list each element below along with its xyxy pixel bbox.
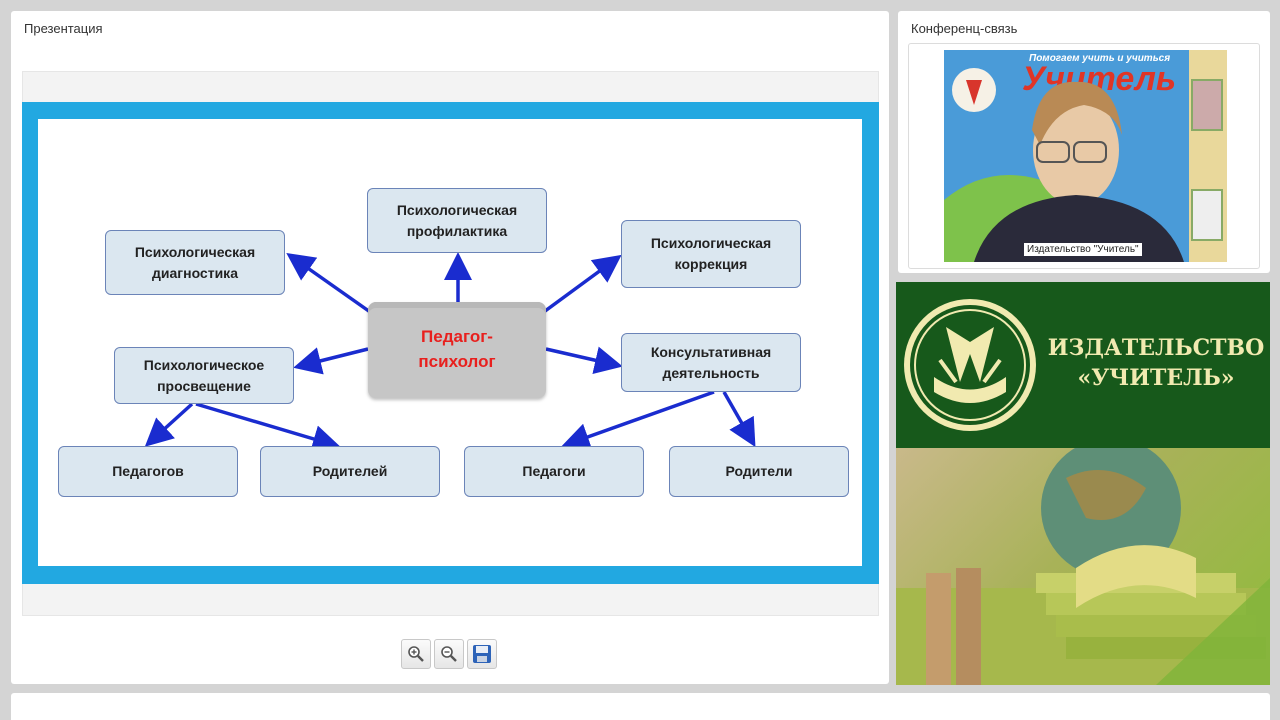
video-frame <box>908 43 1260 269</box>
arrow-to-teachers <box>561 390 715 451</box>
arrow-to-education <box>293 347 369 375</box>
bottom-bar <box>11 693 1270 720</box>
node-consulting: Консультативная деятельность <box>621 333 801 392</box>
node-diagnostics: Психологическая диагностика <box>105 230 285 295</box>
arrow-to-parents-gen <box>195 402 341 453</box>
node-center: Педагог-психолог <box>368 302 546 398</box>
arrow-to-correction <box>539 254 622 316</box>
presenter-video-image: Учитель Помогаем учить и учиться <box>944 50 1227 262</box>
publisher-line-1: ИЗДАТЕЛЬСТВО <box>1047 335 1265 361</box>
slide: Психологическая диагностика Психологичес… <box>22 102 879 584</box>
zoom-in-icon <box>408 646 424 662</box>
books-globe-image <box>896 438 1270 685</box>
arrow-to-diagnostics <box>286 252 375 316</box>
publisher-line-2: «УЧИТЕЛЬ» <box>1077 364 1235 391</box>
slide-content: Психологическая диагностика Психологичес… <box>38 119 862 566</box>
node-teachers: Педагоги <box>464 446 644 497</box>
banner-image <box>896 438 1270 685</box>
zoom-in-button[interactable] <box>401 639 431 669</box>
presentation-title: Презентация <box>24 21 103 36</box>
conference-title: Конференц-связь <box>911 21 1018 36</box>
node-correction: Психологическая коррекция <box>621 220 801 288</box>
node-education: Психологическое просвещение <box>114 347 294 404</box>
diagram-arrows <box>144 252 756 453</box>
node-teachers-gen: Педагогов <box>58 446 238 497</box>
node-parents: Родители <box>669 446 849 497</box>
zoom-out-button[interactable] <box>434 639 464 669</box>
video-caption: Издательство "Учитель" <box>1024 243 1142 256</box>
publisher-logo-icon <box>904 299 1036 431</box>
arrow-to-consulting <box>545 346 623 374</box>
video-feed[interactable]: Учитель Помогаем учить и учиться Издател… <box>944 50 1227 262</box>
node-prevention: Психологическая профилактика <box>367 188 547 253</box>
arrow-to-parents <box>722 391 756 448</box>
save-icon <box>473 645 491 663</box>
presentation-panel: Презентация <box>11 11 889 684</box>
save-button[interactable] <box>467 639 497 669</box>
backdrop-slogan-text: Помогаем учить и учиться <box>1029 53 1170 64</box>
arrow-to-teachers-gen <box>144 402 194 447</box>
zoom-out-icon <box>441 646 457 662</box>
node-parents-gen: Родителей <box>260 446 440 497</box>
publisher-banner: ИЗДАТЕЛЬСТВО «УЧИТЕЛЬ» <box>896 282 1270 685</box>
banner-header: ИЗДАТЕЛЬСТВО «УЧИТЕЛЬ» <box>896 282 1270 448</box>
publisher-name: ИЗДАТЕЛЬСТВО «УЧИТЕЛЬ» <box>1046 334 1266 393</box>
presentation-toolbar <box>401 639 497 669</box>
conference-panel: Конференц-связь Учитель Помогаем учить и… <box>898 11 1270 273</box>
